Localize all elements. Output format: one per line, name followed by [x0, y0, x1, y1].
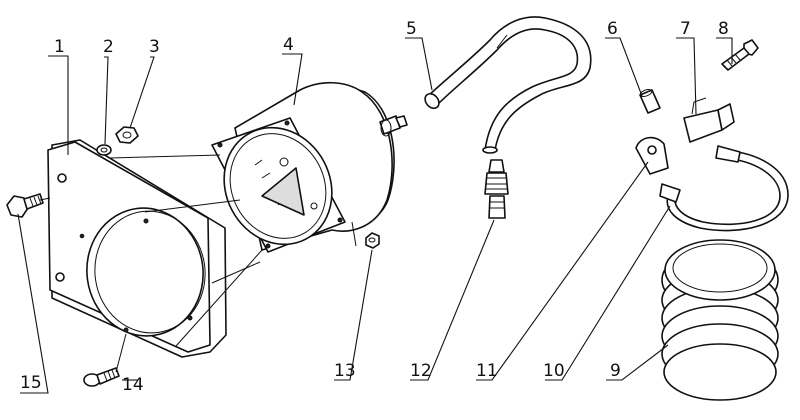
- hose: [424, 16, 592, 154]
- bracket-plate: [683, 97, 735, 143]
- callout-13: 13: [334, 361, 356, 381]
- washer: [96, 144, 112, 156]
- callout-5: 5: [406, 19, 417, 39]
- callout-9: 9: [610, 361, 621, 381]
- callout-7: 7: [680, 19, 691, 39]
- mounting-plate: [47, 139, 227, 358]
- callout-8: 8: [718, 19, 729, 39]
- callout-3: 3: [149, 37, 160, 57]
- clamp-band: [659, 145, 789, 232]
- hex-bolt: [6, 193, 44, 218]
- screw: [83, 367, 120, 387]
- callout-10: 10: [543, 361, 565, 381]
- assembly-guides: [39, 154, 263, 373]
- callout-12: 12: [410, 361, 432, 381]
- bellows: [661, 239, 779, 401]
- callout-11: 11: [476, 361, 498, 381]
- callout-6: 6: [607, 19, 618, 39]
- sleeve: [639, 89, 661, 114]
- clip: [635, 136, 669, 175]
- callout-4: 4: [283, 35, 294, 55]
- small-nut: [365, 232, 380, 249]
- bolt-8: [721, 39, 759, 71]
- hex-nut: [115, 126, 139, 144]
- callouts: 1 2 3 4 5 6 7 8 9 10 11 12 13 14 15: [20, 19, 729, 395]
- fitting: [484, 159, 509, 219]
- callout-2: 2: [103, 37, 114, 57]
- callout-1: 1: [54, 37, 65, 57]
- gauge-housing: [211, 81, 408, 253]
- callout-14: 14: [122, 375, 144, 395]
- callout-15: 15: [20, 373, 42, 393]
- leader-lines: [17, 37, 733, 394]
